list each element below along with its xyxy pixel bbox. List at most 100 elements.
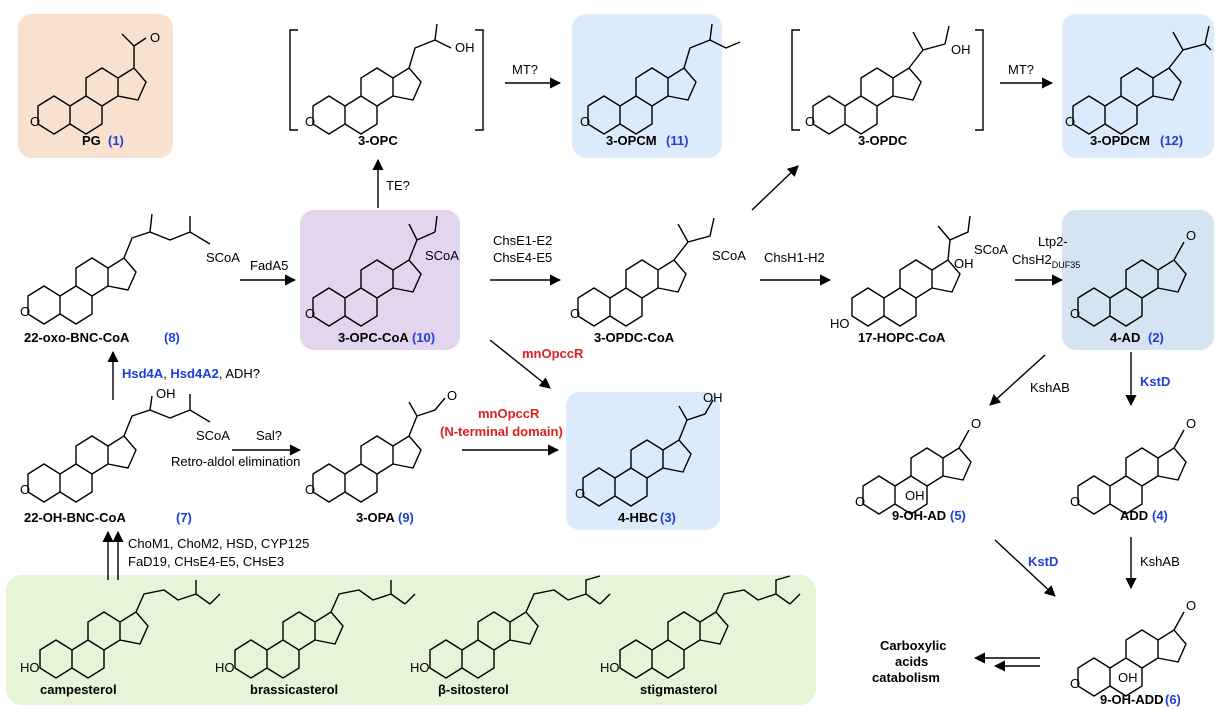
add-o-label: O	[1070, 494, 1080, 509]
sitosterol-structure: HO	[410, 575, 611, 679]
oh-add-oh-label: OH	[1118, 670, 1138, 685]
opc-coa-name: 3-OPC-CoA	[338, 330, 409, 345]
pg-ketone-o: O	[150, 30, 160, 45]
opc-structure: O OH	[305, 23, 475, 135]
ad-box	[1062, 210, 1214, 350]
oh-bnc-num: (7)	[176, 510, 192, 525]
ltp-main: ChsH2	[1012, 252, 1052, 267]
chse-label-1: ChsE1-E2	[493, 233, 552, 248]
opdc-coa-structure: O SCoA	[570, 217, 746, 327]
campesterol-name: campesterol	[40, 682, 117, 697]
hopc-coa-ho-label: HO	[830, 316, 850, 331]
sitosterol-ho: HO	[410, 660, 430, 675]
oxo-bnc-scoa: SCoA	[206, 250, 240, 265]
add-name: ADD	[1120, 508, 1148, 523]
ad-o-label: O	[1070, 306, 1080, 321]
ad-structure: O O	[1070, 228, 1196, 327]
oh-add-structure: O O OH	[1070, 598, 1196, 697]
opdcm-box	[1062, 14, 1214, 158]
pg-name: PG	[82, 133, 101, 148]
ltp-sub: DUF35	[1052, 260, 1081, 270]
kshab1-label: KshAB	[1030, 380, 1070, 395]
opc-coa-o-label: O	[305, 306, 315, 321]
opcm-structure: O	[580, 23, 741, 135]
oh-ad-oh-label: OH	[905, 488, 925, 503]
opdc-coa-name: 3-OPDC-CoA	[594, 330, 675, 345]
opdc-coa-o-label: O	[570, 306, 580, 321]
fada5-label: FadA5	[250, 258, 288, 273]
stigmasterol-name: stigmasterol	[640, 682, 717, 697]
pg-o-label: O	[30, 114, 40, 129]
opc-coa-scoa: SCoA	[425, 248, 459, 263]
brassicasterol-name: brassicasterol	[250, 682, 338, 697]
oh-bnc-oh-label: OH	[156, 386, 176, 401]
opc-coa-box	[300, 210, 460, 350]
sterols-box	[6, 575, 816, 705]
ad-num: (2)	[1148, 330, 1164, 345]
opc-coa-structure: O SCoA	[305, 215, 459, 327]
opdcm-structure: O	[1065, 25, 1212, 135]
hopc-coa-name: 17-HOPC-CoA	[858, 330, 946, 345]
opc-name: 3-OPC	[358, 133, 398, 148]
opdcm-num: (12)	[1160, 133, 1183, 148]
opa-o2-label: O	[447, 388, 457, 403]
opc-bracket-right	[475, 29, 484, 131]
oh-bnc-scoa: SCoA	[196, 428, 230, 443]
oh-add-o-label: O	[1070, 676, 1080, 691]
opdc-name: 3-OPDC	[858, 133, 908, 148]
stigmasterol-ho: HO	[600, 660, 620, 675]
opdc-bracket-left	[791, 29, 800, 131]
oh-add-name: 9-OH-ADD	[1100, 692, 1164, 707]
campesterol-ho: HO	[20, 660, 40, 675]
oh-add-num: (6)	[1165, 692, 1181, 707]
hsd4a: Hsd4A	[122, 366, 164, 381]
carbox-line1: Carboxylic	[880, 638, 946, 653]
opc-oh-label: OH	[455, 40, 475, 55]
kshab2-label: KshAB	[1140, 554, 1180, 569]
hbc-oh-label: OH	[703, 390, 723, 405]
carbox-line3: catabolism	[872, 670, 940, 685]
oh-ad-ketone-o: O	[971, 416, 981, 431]
retro-label: Retro-aldol elimination	[171, 454, 300, 469]
brassicasterol-ho: HO	[215, 660, 235, 675]
mnopccr-arrow	[489, 339, 551, 389]
chsh-label: ChsH1-H2	[764, 250, 825, 265]
ltp-label-2: ChsH2DUF35	[1012, 252, 1080, 270]
chse-label-2: ChsE4-E5	[493, 250, 552, 265]
hsd4a-label: Hsd4A, Hsd4A2, ADH?	[122, 366, 260, 381]
oh-ad-structure: O O OH	[855, 416, 981, 515]
brassicasterol-structure: HO	[215, 580, 416, 679]
add-ketone-o: O	[1186, 416, 1196, 431]
oxo-bnc-o-label: O	[20, 304, 30, 319]
hbc-box	[566, 392, 720, 530]
kshab1-arrow	[989, 354, 1046, 406]
oh-ad-name: 9-OH-AD	[892, 508, 946, 523]
opcm-o-label: O	[580, 114, 590, 129]
opa-structure: O O	[305, 388, 457, 503]
hopc-coa-scoa: SCoA	[974, 242, 1008, 257]
oh-ad-num: (5)	[950, 508, 966, 523]
ltp-label-1: Ltp2-	[1038, 234, 1068, 249]
opdc-coa-scoa: SCoA	[712, 248, 746, 263]
te-label: TE?	[386, 178, 410, 193]
campesterol-structure: HO	[20, 580, 221, 679]
ad-name: 4-AD	[1110, 330, 1140, 345]
hopc-coa-structure: HO OH SCoA	[830, 215, 1008, 331]
kstd2-arrow	[994, 539, 1056, 597]
kstd1-label: KstD	[1140, 374, 1170, 389]
opcm-num: (11)	[666, 133, 688, 148]
mt1-label: MT?	[512, 62, 538, 77]
sitosterol-name: β-sitosterol	[438, 682, 509, 697]
opdc-o-label: O	[805, 114, 815, 129]
mt2-label: MT?	[1008, 62, 1034, 77]
oh-bnc-structure: O OH SCoA	[20, 386, 230, 503]
kstd2-label: KstD	[1028, 554, 1058, 569]
sal-label: Sal?	[256, 428, 282, 443]
opcm-box	[572, 14, 722, 158]
oh-ad-o-label: O	[855, 494, 865, 509]
pg-structure: O O	[30, 30, 160, 135]
opa-o-label: O	[305, 482, 315, 497]
adh: , ADH?	[219, 366, 260, 381]
